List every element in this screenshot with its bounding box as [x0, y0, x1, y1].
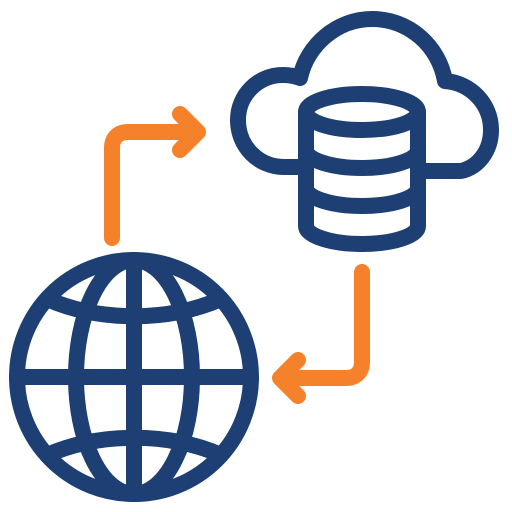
cloud-icon: [230, 11, 499, 179]
database-icon: [298, 86, 426, 252]
arrow-left-icon: [272, 264, 370, 404]
globe-latitude-north: [39, 291, 229, 325]
database-top: [298, 86, 426, 138]
arrow-right-icon: [104, 106, 206, 246]
database-ring-1: [298, 142, 426, 176]
globe-icon: [9, 252, 259, 502]
globe-latitude-south: [39, 429, 229, 463]
database-ring-2: [298, 180, 426, 214]
